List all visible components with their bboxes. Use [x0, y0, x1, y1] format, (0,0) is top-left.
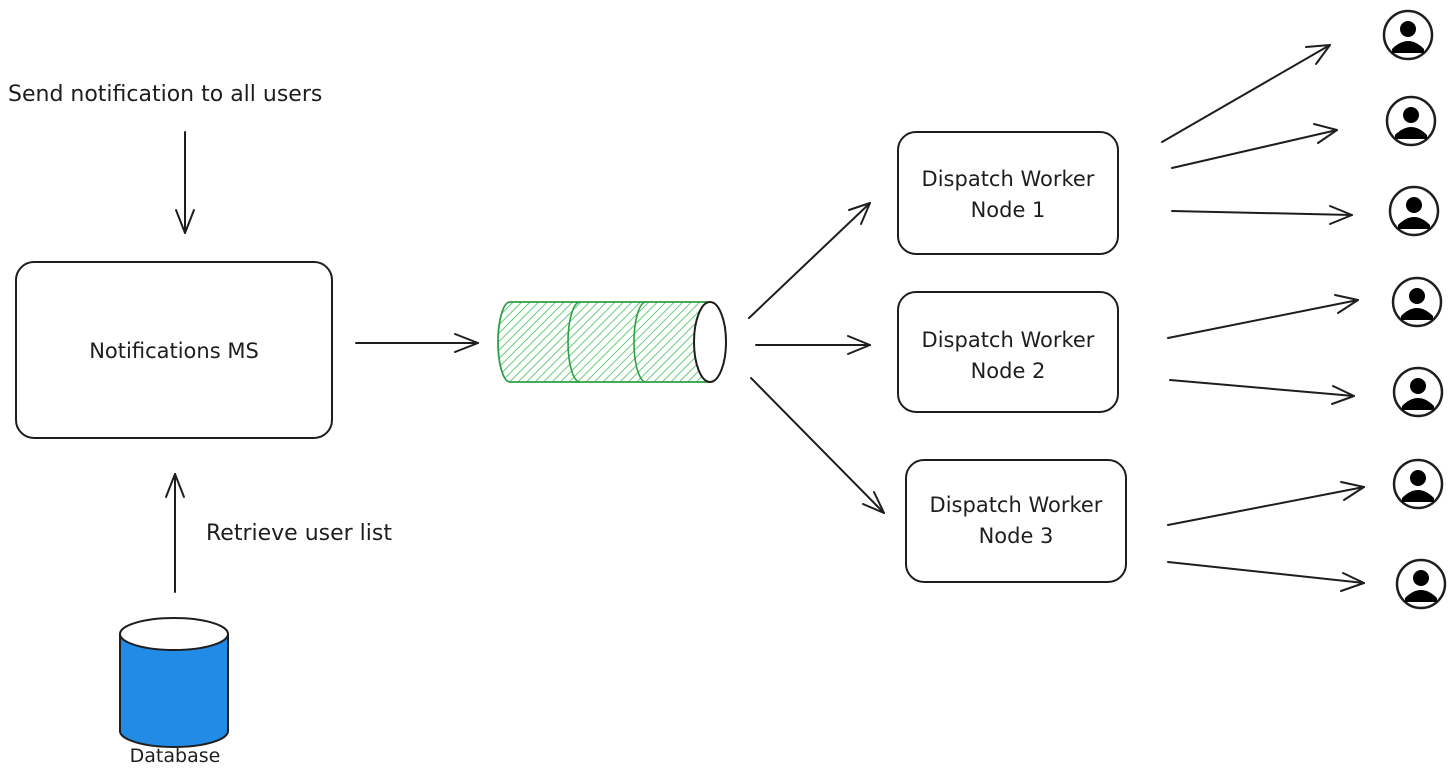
arrow-to-worker-3 — [750, 377, 885, 514]
arrow-to-notifications-ms — [175, 131, 195, 234]
user-avatar-icon — [1382, 9, 1434, 61]
worker-1-number: Node 1 — [971, 198, 1046, 222]
arrow-worker-1-user-1 — [1161, 44, 1331, 143]
message-queue-icon[interactable] — [497, 301, 727, 383]
arrow-to-worker-1 — [748, 202, 871, 319]
retrieve-user-list-label: Retrieve user list — [206, 521, 392, 546]
worker-3-number: Node 3 — [979, 524, 1054, 548]
dispatch-worker-node-1[interactable]: Dispatch Worker Node 1 — [897, 131, 1119, 255]
user-avatar-icon — [1392, 366, 1444, 418]
user-avatar-icon — [1392, 458, 1444, 510]
arrow-to-worker-2 — [755, 335, 871, 355]
worker-2-number: Node 2 — [971, 359, 1046, 383]
arrow-worker-3-user-7 — [1167, 561, 1365, 592]
worker-1-title: Dispatch Worker — [922, 167, 1095, 191]
database-cylinder-icon[interactable] — [119, 617, 229, 748]
arrow-to-queue — [355, 333, 479, 353]
send-notification-label: Send notification to all users — [8, 82, 322, 107]
arrow-worker-1-user-3 — [1171, 205, 1353, 225]
worker-3-title: Dispatch Worker — [930, 493, 1103, 517]
notifications-ms-label: Notifications MS — [89, 339, 259, 363]
dispatch-worker-node-3[interactable]: Dispatch Worker Node 3 — [905, 459, 1127, 583]
user-avatar-icon — [1391, 276, 1443, 328]
worker-2-title: Dispatch Worker — [922, 328, 1095, 352]
user-avatar-icon — [1385, 95, 1437, 147]
arrow-worker-1-user-2 — [1171, 123, 1338, 169]
database-label: Database — [130, 745, 221, 767]
user-avatar-icon — [1388, 185, 1440, 237]
arrow-worker-2-user-5 — [1169, 379, 1355, 405]
user-avatar-icon — [1395, 558, 1447, 610]
arrow-worker-3-user-6 — [1167, 481, 1365, 526]
notifications-ms-node[interactable]: Notifications MS — [15, 261, 333, 439]
arrow-from-database — [165, 473, 185, 593]
arrow-worker-2-user-4 — [1167, 294, 1359, 339]
dispatch-worker-node-2[interactable]: Dispatch Worker Node 2 — [897, 291, 1119, 413]
